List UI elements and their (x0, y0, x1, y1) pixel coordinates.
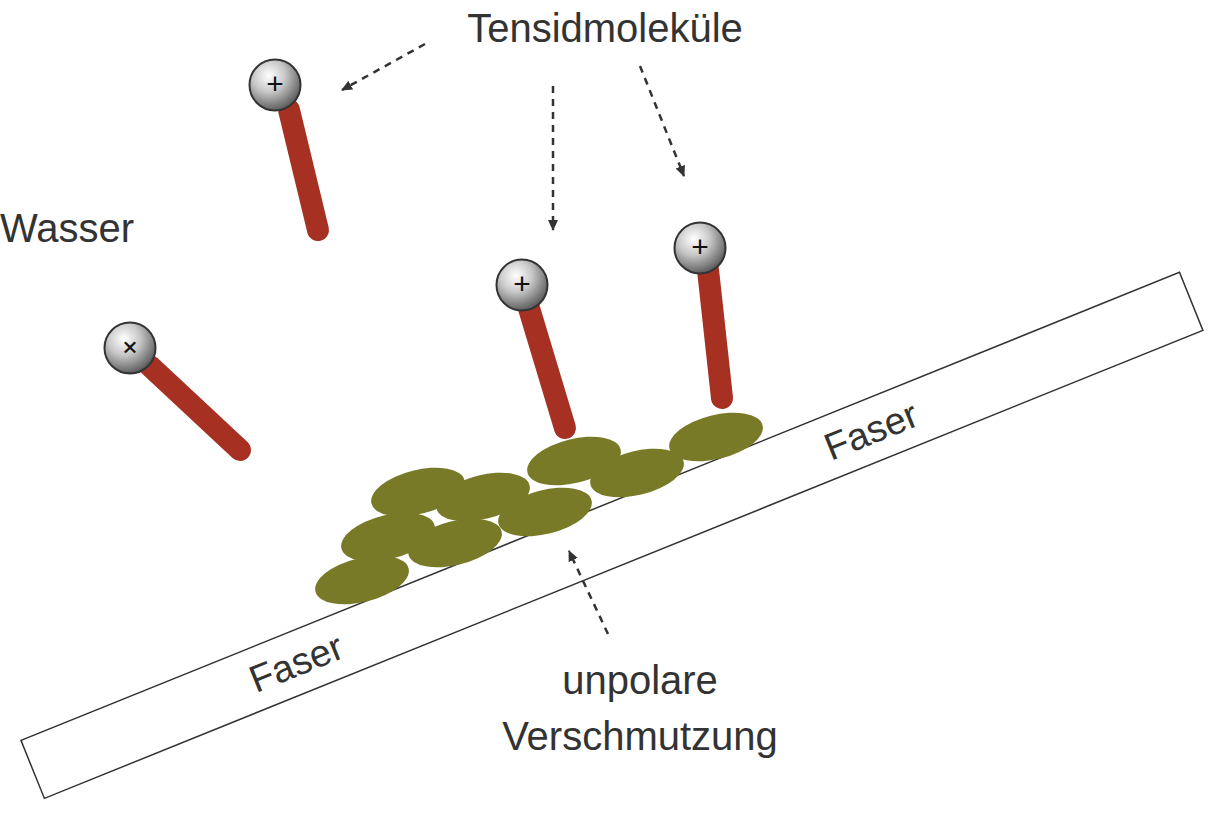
tensid-head: + (673, 221, 727, 275)
charge-sign: + (266, 69, 284, 99)
charge-sign: + (513, 269, 531, 299)
text-label: unpolare Verschmutzung (470, 652, 810, 764)
tensid-head: + (495, 258, 549, 312)
dirt-blobs (310, 404, 768, 613)
text-label: Wasser (0, 200, 200, 256)
leader-arrows (342, 44, 684, 634)
tensid-tails (150, 110, 722, 450)
charge-sign: + (691, 232, 709, 262)
tensid-head: + (248, 58, 302, 112)
tensid-head: + (103, 321, 157, 375)
text-label: Tensidmoleküle (405, 0, 805, 56)
